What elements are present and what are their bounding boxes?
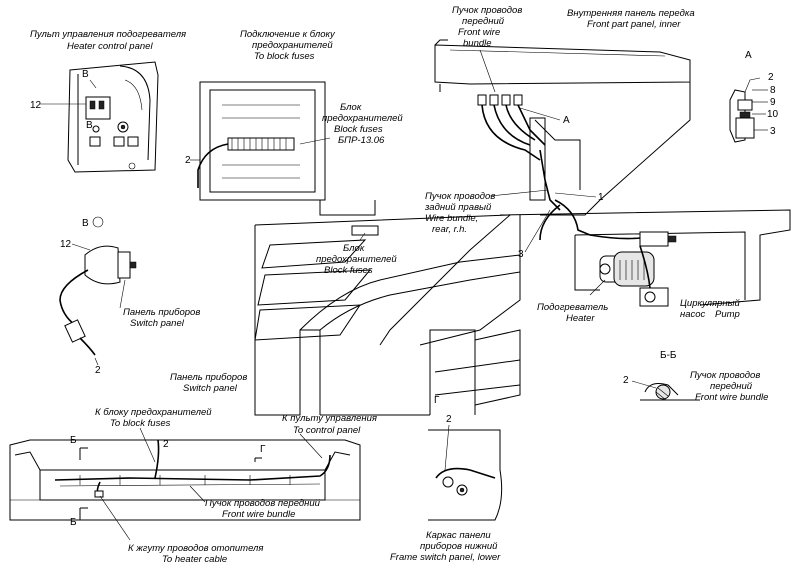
section-bb-view: Б-Б 2 Пучок проводов передний Front wire… — [623, 350, 768, 403]
switch-panel-label-ru: Панель приборов — [123, 307, 200, 318]
block-fuses-label-ru: Блок — [340, 102, 362, 113]
front-panel-inner-view: Пучок проводов передний Front wire bundl… — [434, 5, 752, 216]
block-fuses-code: БПР-13.06 — [338, 135, 385, 146]
to-heater-cable-en: To heater cable — [162, 554, 227, 565]
view-a-title: A — [745, 50, 752, 61]
rear-bundle-title-en-2: rear, r.h. — [432, 224, 467, 235]
bb-bundle-en: Front wire bundle — [695, 392, 768, 403]
frame-label-ru-2: приборов нижний — [420, 541, 498, 552]
front-bundle-title-ru-2: передний — [462, 16, 505, 27]
switch-panel2-en: Switch panel — [183, 383, 238, 394]
callout-10: 10 — [767, 109, 779, 120]
front-bundle-title-en-1: Front wire — [458, 27, 500, 38]
front-panel-inner-title-ru: Внутренняя панель передка — [567, 8, 695, 19]
to-heater-cable-ru: К жгуту проводов отопителя — [128, 543, 263, 554]
to-block-fuses-title-ru-2: предохранителей — [252, 40, 333, 51]
cab-floor-outline: Блок предохранителей Block fuses — [254, 214, 521, 416]
frame-label-en: Frame switch panel, lower — [390, 552, 501, 563]
to-block-fuses-title-ru-1: Подключение к блоку — [240, 29, 336, 40]
callout-3-viewa: 3 — [770, 126, 776, 137]
heater-label-en: Heater — [566, 313, 595, 324]
callout-3-heater: 3 — [518, 249, 524, 260]
front-bundle-title-ru-1: Пучок проводов — [452, 5, 522, 16]
heater-label-ru: Подогреватель — [537, 302, 608, 313]
bb-bundle-ru-1: Пучок проводов — [690, 370, 760, 381]
callout-2-bb: 2 — [623, 375, 629, 386]
section-g-left: Г — [260, 444, 266, 455]
callout-2-bottom: 2 — [163, 439, 169, 450]
front-bundle-title-en-2: bundle — [463, 38, 492, 49]
fuse-connection-view: Подключение к блоку предохранителей To b… — [185, 29, 403, 216]
front-bundle2-ru: Пучок проводов передний — [205, 498, 321, 509]
callout-12-mid: 12 — [60, 239, 72, 250]
callout-9: 9 — [770, 97, 776, 108]
rear-bundle-title-ru-1: Пучок проводов — [425, 191, 495, 202]
heater-control-panel-title-ru: Пульт управления подогревателя — [30, 29, 186, 40]
front-bundle2-en: Front wire bundle — [222, 509, 295, 520]
to-control-ru: К пульту управления — [282, 413, 377, 424]
section-g-title: Г — [434, 395, 440, 406]
switch-panel2-ru: Панель приборов — [170, 372, 247, 383]
pump-label-ru-2: насос — [680, 309, 706, 320]
section-b-left-top: Б — [70, 435, 77, 446]
callout-v-mid: В — [86, 120, 93, 131]
callout-2-frame: 2 — [446, 414, 452, 425]
heater-control-panel-view: Пульт управления подогревателя Heater co… — [30, 29, 186, 173]
rear-bundle-title-en-1: Wire bundle, — [425, 213, 478, 224]
pump-label-en: Pump — [715, 309, 740, 320]
callout-2-cable: 2 — [95, 365, 101, 376]
switch-panel-label-en: Switch panel — [130, 318, 185, 329]
rear-bundle-title-ru-2: задний правый — [424, 202, 492, 213]
heater-installation-view: Пучок проводов задний правый Wire bundle… — [419, 189, 791, 346]
switch-panel-bottom-view: Панель приборов Switch panel К блоку пре… — [9, 372, 377, 565]
callout-a-front: A — [563, 115, 570, 126]
to-fuses2-ru: К блоку предохранителей — [95, 407, 212, 418]
block-fuses-lower-ru-2: предохранителей — [316, 254, 397, 265]
callout-2-viewa: 2 — [768, 72, 774, 83]
frame-label-ru-1: Каркас панели — [426, 530, 491, 541]
view-v-switch-detail: В 12 2 Панель приборов Switch panel — [59, 216, 200, 376]
section-bb-title: Б-Б — [660, 350, 677, 361]
block-fuses-lower-en: Block fuses — [324, 265, 373, 276]
block-fuses-label-ru-2: предохранителей — [322, 113, 403, 124]
front-panel-inner-title-en: Front part panel, inner — [587, 19, 681, 30]
callout-v-top: В — [82, 69, 89, 80]
pump-label-ru: Циркулярный — [680, 298, 741, 309]
heater-control-panel-title-en: Heater control panel — [67, 41, 153, 52]
block-fuses-lower-ru-1: Блок — [343, 243, 365, 254]
callout-12-top: 12 — [30, 100, 42, 111]
callout-1: 1 — [598, 192, 604, 203]
block-fuses-label-en: Block fuses — [334, 124, 383, 135]
view-a-detail: 2 8 9 10 3 — [729, 72, 779, 143]
to-fuses2-en: To block fuses — [110, 418, 171, 429]
section-b-left-bottom: Б — [70, 517, 77, 528]
callout-2-fuse: 2 — [185, 155, 191, 166]
bb-bundle-ru-2: передний — [710, 381, 753, 392]
to-block-fuses-title-en: To block fuses — [254, 51, 315, 62]
callout-8: 8 — [770, 85, 776, 96]
to-control-en: To control panel — [293, 425, 361, 436]
frame-switch-panel-view: Г 2 Каркас панели приборов нижний Frame … — [390, 395, 503, 563]
view-v-label: В — [82, 218, 89, 229]
